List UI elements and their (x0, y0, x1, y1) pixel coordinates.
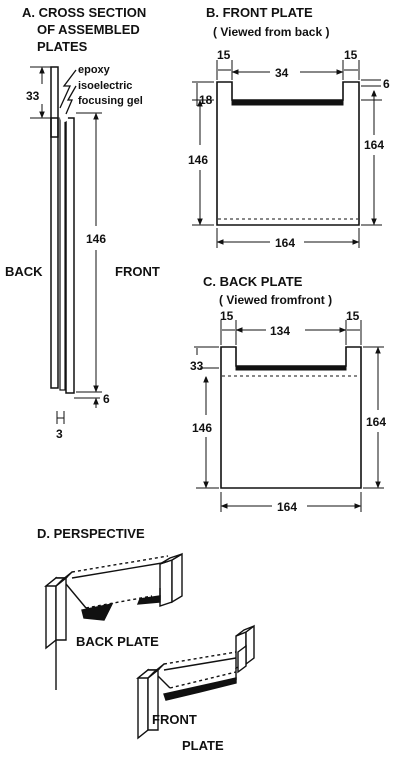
dim-a-3-label: 3 (56, 427, 63, 441)
front-plate-top-edge2 (163, 657, 237, 671)
epoxy-leader (59, 69, 77, 109)
front-right-post-top (235, 625, 255, 637)
panel-a-title-line1: A. CROSS SECTION (22, 5, 146, 20)
back-plate-tab (50, 66, 59, 138)
back-right-post-top (159, 553, 183, 565)
dim-b-164-side: 164 (364, 138, 384, 152)
panel-c-subtitle: ( Viewed fromfront ) (219, 293, 332, 307)
label-back-plate: BACK PLATE (76, 634, 159, 649)
back-plate-section (50, 117, 59, 389)
dim-b-15-right: 15 (344, 48, 358, 62)
gel-leader (65, 85, 77, 115)
front-plate-outline (216, 81, 360, 226)
label-gel-line2: focusing gel (78, 95, 143, 107)
epoxy-bead (60, 114, 68, 122)
back-plate-inner-1 (65, 583, 87, 609)
panel-c-back-plate: C. BACK PLATE ( Viewed fromfront ) 15 15… (190, 274, 386, 514)
front-right-tab (237, 644, 247, 674)
back-left-post-side (45, 576, 57, 650)
perspective-back-plate (44, 552, 183, 690)
panel-a-title-line2: OF ASSEMBLED (37, 22, 140, 37)
back-left-post-front (55, 577, 67, 641)
dim-b-34: 34 (275, 66, 289, 80)
dim-a-146-label: 146 (86, 232, 106, 246)
dim-c-164-bottom: 164 (277, 500, 297, 514)
dim-b-15-left: 15 (217, 48, 231, 62)
back-plate-outline (220, 346, 362, 489)
label-back: BACK (5, 264, 43, 279)
dim-c-146: 146 (192, 421, 212, 435)
panel-b-front-plate: B. FRONT PLATE ( Viewed from back ) 15 1… (188, 5, 390, 250)
gel-layer-section (59, 117, 66, 391)
panel-d-perspective: D. PERSPECTIVE BACK PLATE (37, 526, 255, 753)
dim-b-18: 18 (199, 93, 213, 107)
perspective-front-plate (136, 624, 255, 740)
front-plate-section (65, 117, 75, 394)
panel-a-cross-section: A. CROSS SECTION OF ASSEMBLED PLATES epo… (5, 5, 160, 441)
dim-a-6-label: 6 (103, 392, 110, 406)
front-plate-top-edge (163, 651, 237, 665)
label-front-line2: PLATE (182, 738, 224, 753)
back-plate-gel-left (81, 603, 114, 621)
panel-c-title: C. BACK PLATE (203, 274, 303, 289)
back-plate-gel-right (136, 595, 161, 605)
dim-c-164-side: 164 (366, 415, 386, 429)
front-left-post-side (137, 668, 149, 740)
front-plate-gel-top (231, 99, 344, 106)
front-plate-inner-1 (157, 675, 171, 689)
back-plate-top-edge (71, 555, 169, 573)
label-gel-line1: isoelectric (78, 80, 132, 92)
dim-c-15-left: 15 (220, 309, 234, 323)
label-front: FRONT (115, 264, 160, 279)
label-epoxy: epoxy (78, 64, 111, 76)
dim-b-6: 6 (383, 77, 390, 91)
back-plate-top-edge2 (71, 561, 169, 579)
back-right-post-front (159, 559, 173, 607)
dim-a-33-label: 33 (26, 89, 40, 103)
label-front-line1: FRONT (152, 712, 197, 727)
back-plate-notch-dash (85, 595, 153, 609)
dim-b-146: 146 (188, 153, 208, 167)
back-plate-gel-top (235, 365, 347, 371)
back-right-post-side (171, 552, 183, 604)
front-plate-notch-dash (169, 671, 237, 689)
front-plate-gel (163, 677, 237, 701)
dim-c-15-right: 15 (346, 309, 360, 323)
panel-d-title: D. PERSPECTIVE (37, 526, 145, 541)
panel-b-subtitle: ( Viewed from back ) (213, 25, 329, 39)
panel-a-title-line3: PLATES (37, 39, 88, 54)
dim-b-164-bottom: 164 (275, 236, 295, 250)
dim-c-134: 134 (270, 324, 290, 338)
panel-b-title: B. FRONT PLATE (206, 5, 313, 20)
dim-c-33: 33 (190, 359, 204, 373)
